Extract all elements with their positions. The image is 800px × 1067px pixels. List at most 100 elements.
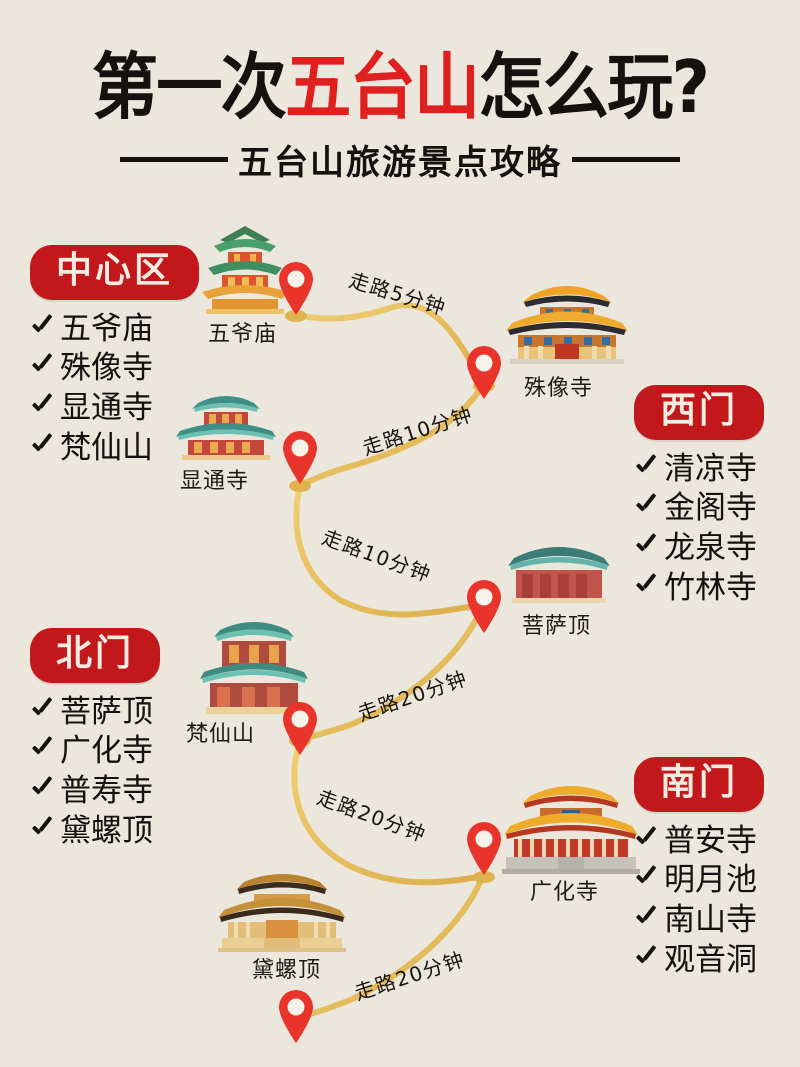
subtitle-rule-left xyxy=(120,157,228,162)
region-item-label: 菩萨顶 xyxy=(60,693,153,730)
node-label-wuyemiao: 五爷庙 xyxy=(208,322,278,347)
node-dailuoding[interactable]: 黛螺顶 xyxy=(208,862,356,1043)
region-list-west-gate: 清凉寺 金阁寺 龙泉寺 竹林寺 xyxy=(634,450,764,609)
route-segment-4 xyxy=(297,602,486,743)
map-pin-icon[interactable] xyxy=(278,427,322,485)
map-pin-icon[interactable] xyxy=(462,818,506,876)
check-icon xyxy=(634,576,658,602)
region-chip-north-gate[interactable]: 北门 xyxy=(30,628,161,683)
region-item[interactable]: 明月池 xyxy=(634,861,764,901)
check-icon xyxy=(30,739,54,765)
check-icon xyxy=(634,948,658,974)
region-item[interactable]: 普安寺 xyxy=(634,822,764,862)
temple-illustration-shuxiangsi xyxy=(506,286,628,364)
node-label-shuxiangsi: 殊像寺 xyxy=(524,376,594,401)
region-card-south-gate[interactable]: 南门 普安寺 明月池 南山寺 观音洞 xyxy=(634,757,765,981)
map-pin-icon[interactable] xyxy=(462,576,506,634)
check-icon xyxy=(634,536,658,562)
check-icon xyxy=(30,356,54,382)
node-wuyemiao[interactable]: 五爷庙 xyxy=(190,216,313,347)
region-card-center[interactable]: 中心区 五爷庙 殊像寺 显通寺 梵仙山 xyxy=(30,245,200,469)
path-knob-6 xyxy=(473,871,495,883)
region-item[interactable]: 普寿寺 xyxy=(30,772,160,812)
title-part-pre: 第一次 xyxy=(91,45,287,129)
node-shuxiangsi[interactable]: 殊像寺 xyxy=(467,270,635,401)
region-item[interactable]: 南山寺 xyxy=(634,901,764,941)
region-item-label: 观音洞 xyxy=(664,941,757,978)
map-pin-icon[interactable] xyxy=(278,698,322,756)
region-card-north-gate[interactable]: 北门 菩萨顶 广化寺 普寿寺 黛螺顶 xyxy=(30,628,161,852)
region-item[interactable]: 菩萨顶 xyxy=(30,693,160,733)
node-label-guanghuasi: 广化寺 xyxy=(530,880,600,905)
map-pin-icon[interactable] xyxy=(274,258,318,316)
region-item-label: 清凉寺 xyxy=(664,450,757,487)
temple-illustration-guanghuasi xyxy=(502,786,640,874)
region-item-label: 龙泉寺 xyxy=(664,530,757,567)
region-item-label: 殊像寺 xyxy=(60,350,153,387)
route-segment-5 xyxy=(291,737,486,886)
node-guanghuasi[interactable]: 广化寺 xyxy=(467,772,646,905)
check-icon xyxy=(30,436,54,462)
region-chip-center[interactable]: 中心区 xyxy=(30,245,200,300)
region-item-label: 黛螺顶 xyxy=(60,812,153,849)
subtitle-row: 五台山旅游景点攻略 xyxy=(0,135,800,184)
region-chip-west-gate[interactable]: 西门 xyxy=(634,385,765,440)
region-item-label: 竹林寺 xyxy=(664,569,757,606)
subtitle-rule-right xyxy=(572,157,680,162)
region-item-label: 广化寺 xyxy=(60,733,153,770)
route-segment-2 xyxy=(297,382,486,488)
route-segment-6 xyxy=(293,873,486,1021)
check-icon xyxy=(30,819,54,845)
region-item[interactable]: 竹林寺 xyxy=(634,569,764,609)
node-pusading[interactable]: 菩萨顶 xyxy=(467,530,614,639)
region-item-label: 普安寺 xyxy=(664,822,757,859)
region-chip-south-gate[interactable]: 南门 xyxy=(634,757,765,812)
region-item-label: 五爷庙 xyxy=(60,310,153,347)
temple-illustration-xiantongsi xyxy=(176,396,276,460)
temple-illustration-pusading xyxy=(508,547,610,603)
region-item[interactable]: 梵仙山 xyxy=(30,429,199,469)
title-part-post: 怎么玩? xyxy=(478,45,710,129)
node-fanxianshan[interactable]: 梵仙山 xyxy=(186,610,317,755)
node-label-xiantongsi: 显通寺 xyxy=(180,469,250,494)
check-icon xyxy=(634,457,658,483)
region-item[interactable]: 龙泉寺 xyxy=(634,529,764,569)
region-item[interactable]: 金阁寺 xyxy=(634,489,764,529)
region-item[interactable]: 殊像寺 xyxy=(30,349,199,389)
path-knob-3 xyxy=(289,480,311,492)
check-icon xyxy=(634,908,658,934)
region-item[interactable]: 观音洞 xyxy=(634,941,764,981)
check-icon xyxy=(30,396,54,422)
region-item-label: 梵仙山 xyxy=(60,429,153,466)
node-label-pusading: 菩萨顶 xyxy=(522,614,592,639)
route-segment-3 xyxy=(293,482,486,618)
temple-illustration-dailuoding xyxy=(218,874,346,952)
region-list-center: 五爷庙 殊像寺 显通寺 梵仙山 xyxy=(30,310,199,469)
region-item[interactable]: 黛螺顶 xyxy=(30,812,160,852)
region-card-west-gate[interactable]: 西门 清凉寺 金阁寺 龙泉寺 竹林寺 xyxy=(634,385,765,609)
header: 第一次五台山怎么玩? 五台山旅游景点攻略 xyxy=(0,0,800,200)
map-pin-icon[interactable] xyxy=(274,986,318,1044)
temple-illustration-fanxianshan xyxy=(200,622,308,714)
region-item[interactable]: 五爷庙 xyxy=(30,310,199,350)
region-item-label: 南山寺 xyxy=(664,902,757,939)
node-xiantongsi[interactable]: 显通寺 xyxy=(172,385,317,494)
region-item-label: 普寿寺 xyxy=(60,773,153,810)
page-title: 第一次五台山怎么玩? xyxy=(32,28,768,133)
check-icon xyxy=(30,700,54,726)
title-part-highlight: 五台山 xyxy=(285,45,480,129)
region-item-label: 金阁寺 xyxy=(664,490,757,527)
region-item-label: 明月池 xyxy=(664,862,757,899)
region-item-label: 显通寺 xyxy=(60,390,153,427)
region-item[interactable]: 显通寺 xyxy=(30,389,199,429)
region-item[interactable]: 广化寺 xyxy=(30,732,160,772)
region-item[interactable]: 清凉寺 xyxy=(634,450,764,490)
map-pin-icon[interactable] xyxy=(462,342,506,400)
region-list-north-gate: 菩萨顶 广化寺 普寿寺 黛螺顶 xyxy=(30,693,160,852)
page-subtitle: 五台山旅游景点攻略 xyxy=(238,143,562,183)
check-icon xyxy=(634,496,658,522)
check-icon xyxy=(30,779,54,805)
route-segment-1 xyxy=(293,302,486,388)
